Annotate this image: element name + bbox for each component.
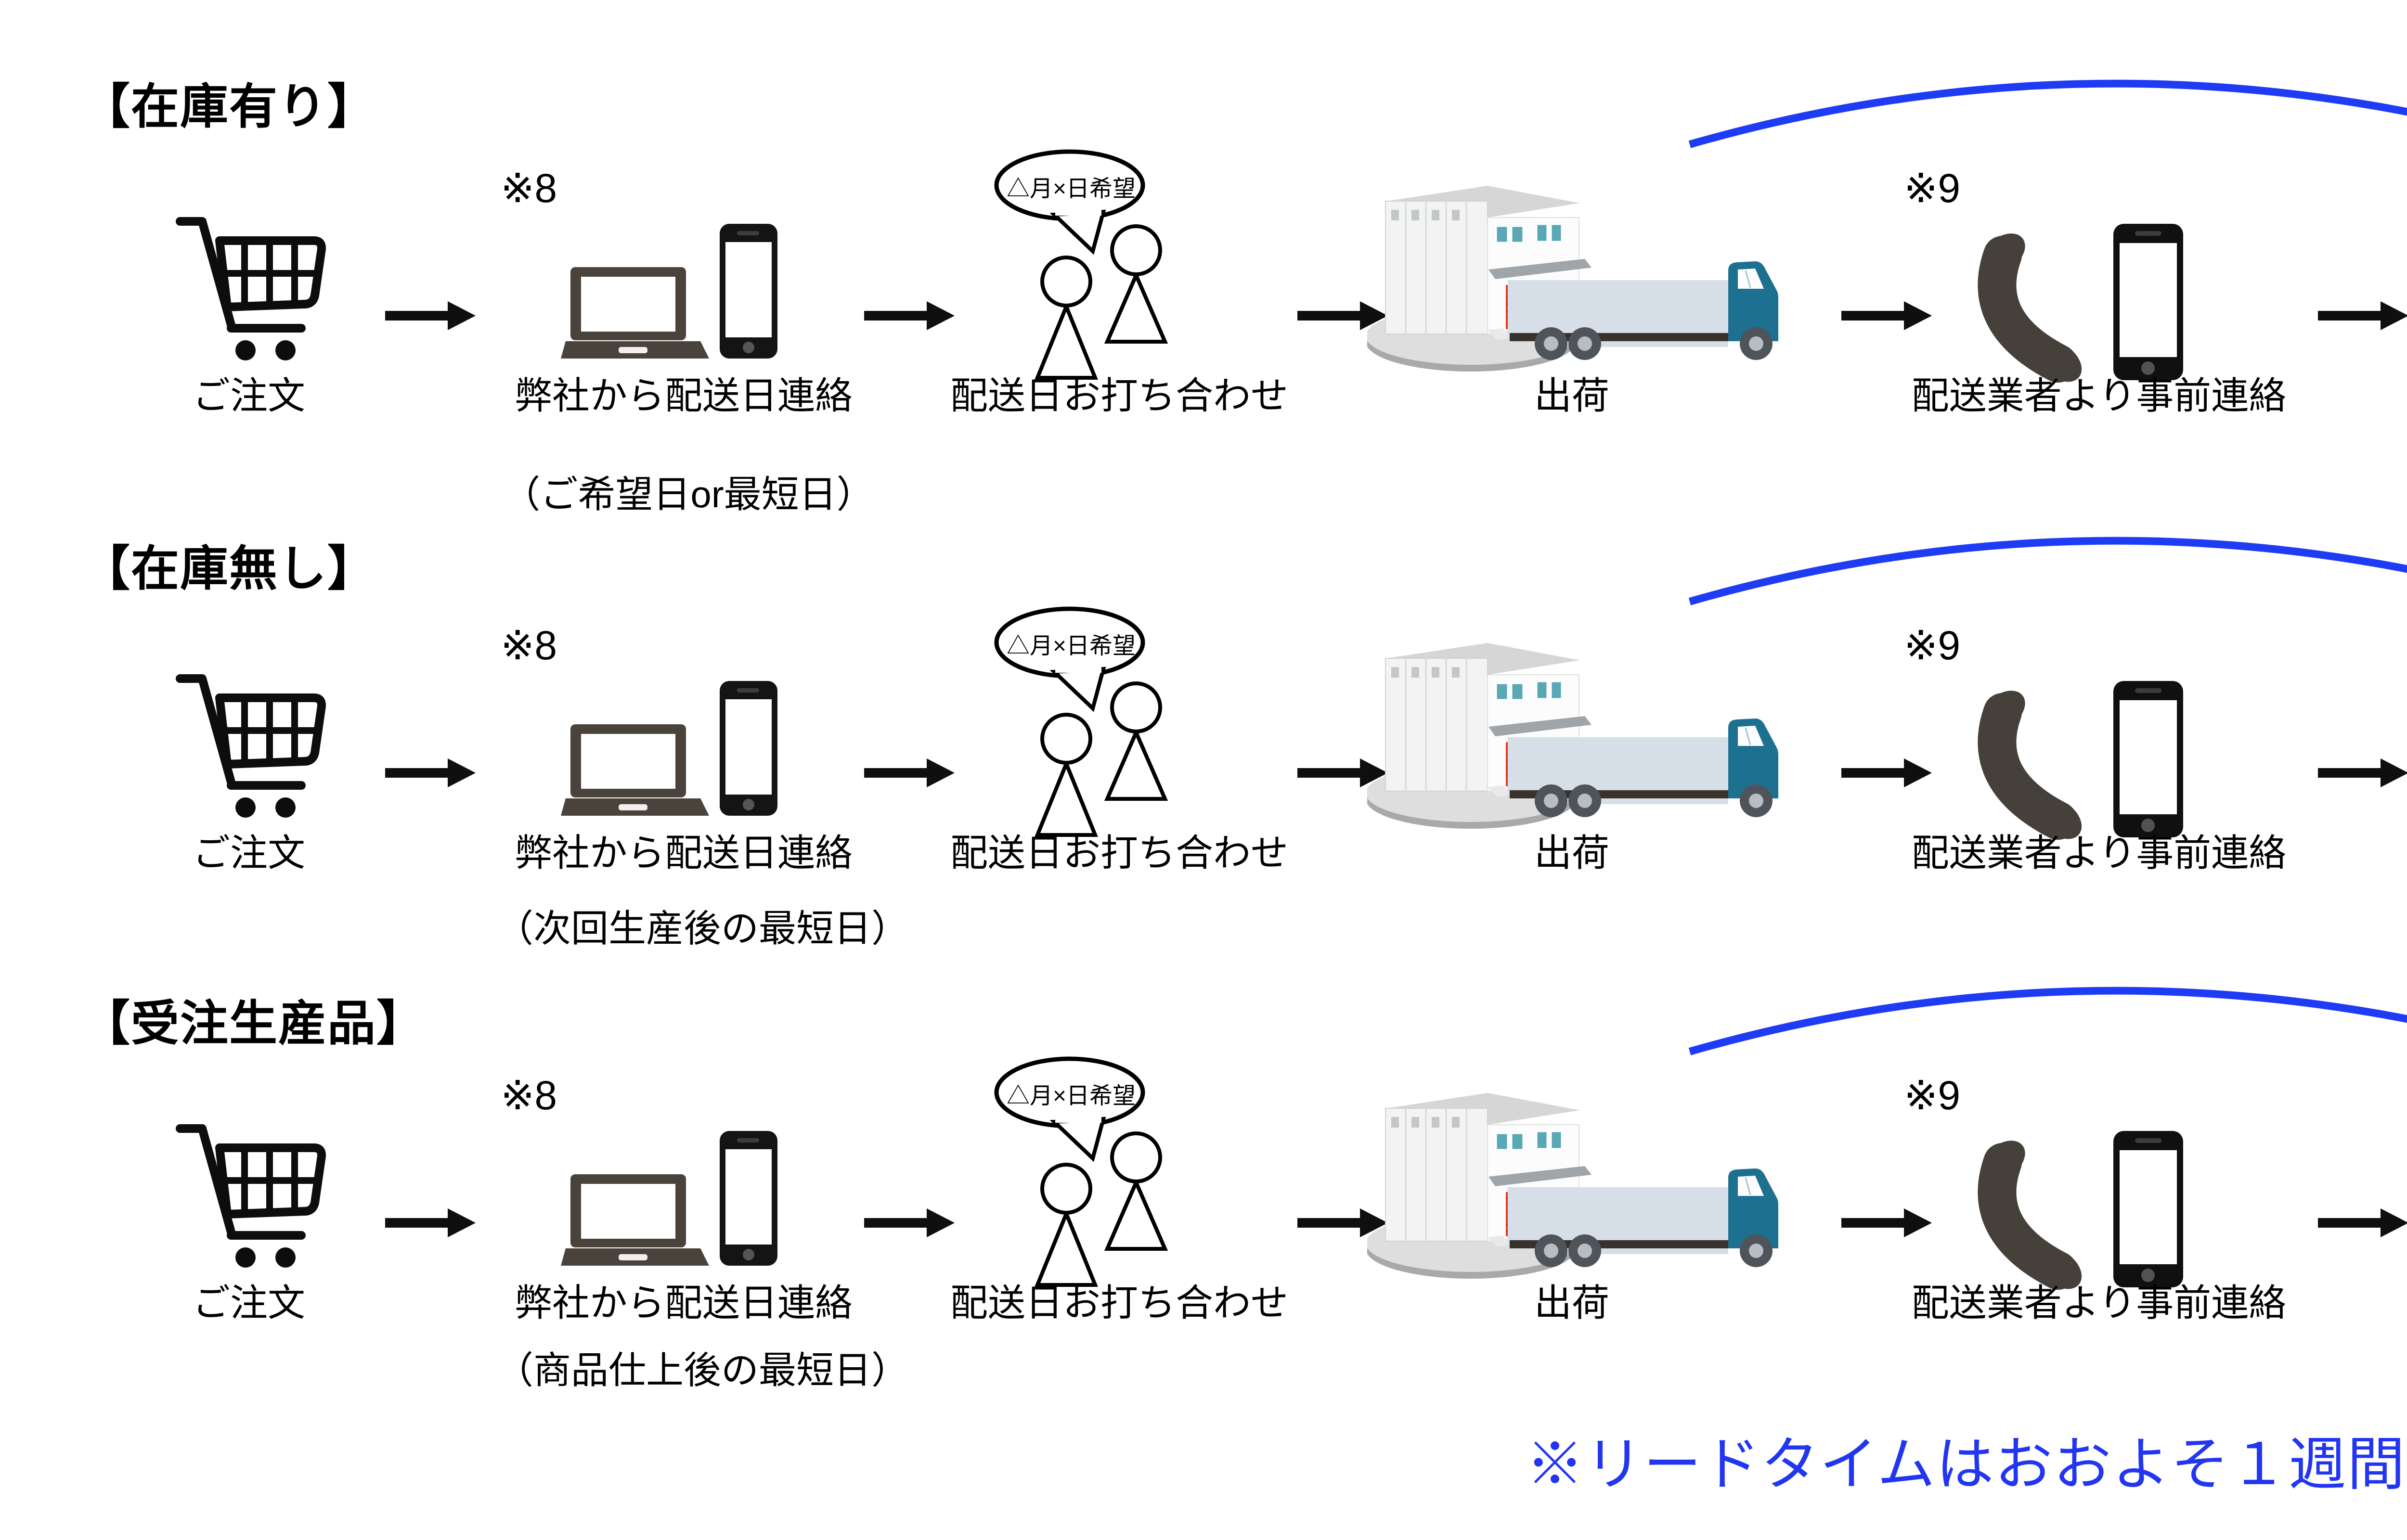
footnote-ref-9: ※9 [1904, 623, 1961, 668]
step-label-carrier: 配送業者より事前連絡 [1911, 832, 2287, 874]
arrow-right-icon [2318, 758, 2407, 787]
arrow-right-icon [864, 1208, 955, 1237]
flow-row-out-of-stock: 【在庫無し】 ご注文 ※8 弊社から配送日連絡 （次回生産後の最短日） △月×日… [0, 457, 2407, 1011]
curved-arrow-icon [1688, 79, 2407, 148]
footnote-ref-8: ※8 [501, 623, 557, 668]
laptop-phone-icon [561, 681, 777, 816]
step-label-ship: 出荷 [1534, 832, 1609, 874]
laptop-phone-icon [561, 224, 777, 359]
step-label-meeting: 配送日お打ち合わせ [950, 374, 1288, 417]
cart-icon [173, 664, 327, 828]
warehouse-truck-icon [1367, 185, 1779, 372]
step-label-meeting: 配送日お打ち合わせ [950, 832, 1288, 874]
footnote-ref-8: ※8 [501, 166, 557, 211]
step-label-ship: 出荷 [1534, 1282, 1609, 1324]
arrow-right-icon [1841, 1208, 1932, 1237]
step-label-carrier: 配送業者より事前連絡 [1911, 374, 2287, 417]
row-heading: 【在庫有り】 [82, 80, 376, 134]
footnote-ref-8: ※8 [501, 1073, 557, 1118]
arrow-right-icon [1841, 301, 1932, 330]
step-label-order: ご注文 [192, 832, 305, 874]
phone-handset-smartphone-icon [1969, 221, 2195, 385]
step-sublabel-contact: （商品仕上後の最短日） [496, 1349, 909, 1391]
step-label-meeting: 配送日お打ち合わせ [950, 1282, 1288, 1324]
speech-bubble-text: △月×日希望 [1006, 176, 1136, 202]
flow-row-in-stock: 【在庫有り】 ご注文 ※8 弊社から配送日連絡 （ご希望日or最短日） △月×日… [0, 0, 2407, 553]
step-label-order: ご注文 [192, 374, 305, 417]
flow-row-made-to-order: 【受注生産品】 ご注文 ※8 弊社から配送日連絡 （商品仕上後の最短日） △月×… [0, 907, 2407, 1461]
step-label-contact: 弊社から配送日連絡 [514, 832, 853, 874]
lead-time-note: ※リードタイムはおおよそ１週間となります。 [1526, 1432, 2407, 1497]
footnote-ref-9: ※9 [1904, 166, 1961, 211]
arrow-right-icon [864, 301, 955, 330]
step-label-ship: 出荷 [1534, 374, 1609, 417]
row-heading: 【受注生産品】 [82, 997, 426, 1051]
arrow-right-icon [385, 301, 476, 330]
step-sublabel-contact: （ご希望日or最短日） [503, 473, 874, 515]
step-label-carrier: 配送業者より事前連絡 [1911, 1282, 2287, 1324]
warehouse-truck-icon [1367, 642, 1779, 830]
cart-icon [173, 1114, 327, 1278]
laptop-phone-icon [561, 1131, 777, 1266]
curved-arrow-icon [1688, 537, 2407, 605]
arrow-right-icon [864, 758, 955, 787]
arrow-right-icon [385, 758, 476, 787]
cart-icon [173, 207, 327, 371]
phone-handset-smartphone-icon [1969, 679, 2195, 842]
footnote-ref-9: ※9 [1904, 1073, 1961, 1118]
curved-arrow-icon [1688, 987, 2407, 1055]
phone-handset-smartphone-icon [1969, 1129, 2195, 1292]
row-heading: 【在庫無し】 [82, 542, 376, 596]
arrow-right-icon [2318, 1208, 2407, 1237]
arrow-right-icon [1841, 758, 1932, 787]
arrow-right-icon [2318, 301, 2407, 330]
warehouse-truck-icon [1367, 1092, 1779, 1280]
arrow-right-icon [385, 1208, 476, 1237]
speech-bubble-text: △月×日希望 [1006, 633, 1136, 659]
step-label-order: ご注文 [192, 1282, 305, 1324]
speech-bubble-text: △月×日希望 [1006, 1083, 1136, 1109]
step-sublabel-contact: （次回生産後の最短日） [496, 907, 909, 950]
step-label-contact: 弊社から配送日連絡 [514, 1282, 853, 1324]
step-label-contact: 弊社から配送日連絡 [514, 374, 853, 417]
